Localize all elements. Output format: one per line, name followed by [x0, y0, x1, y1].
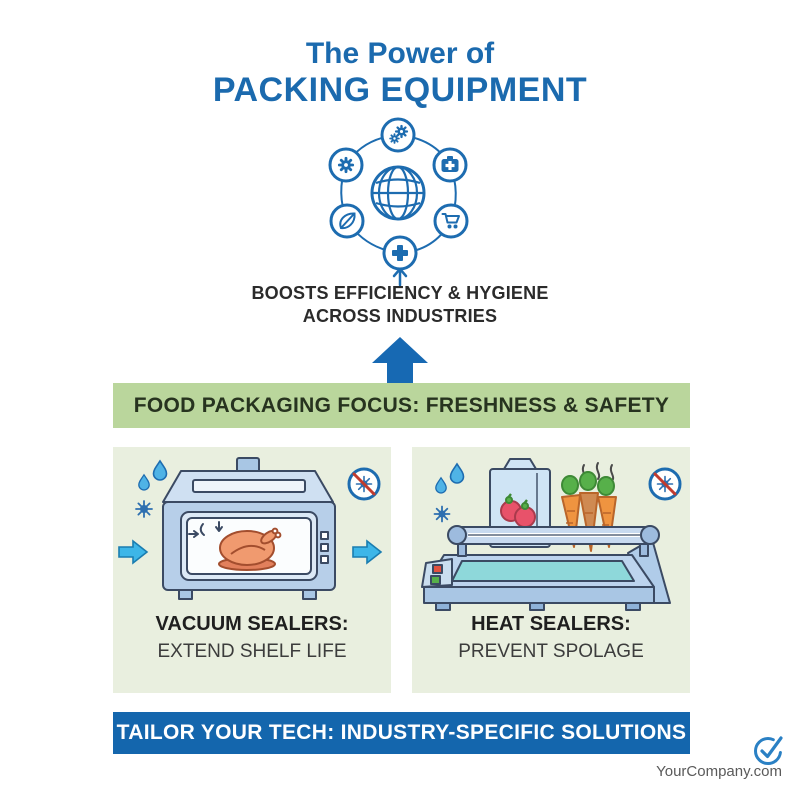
hub-node: [433, 203, 469, 239]
panel-heat-sealers: HEAT SEALERS: PREVENT SPOLAGE: [412, 447, 690, 693]
focus-banner: FOOD PACKAGING FOCUS: FRESHNESS & SAFETY: [113, 383, 690, 428]
suction-marks: [188, 521, 223, 538]
panel-caption: VACUUM SEALERS: EXTEND SHELF LIFE: [113, 611, 391, 665]
heat-sealer-illustration: [421, 458, 682, 611]
turkey-illustration: [218, 527, 282, 571]
solutions-banner-label: TAILOR YOUR TECH: INDUSTRY-SPECIFIC SOLU…: [116, 721, 687, 744]
no-germs-badge-icon: [347, 467, 381, 501]
up-arrow-small-icon: [392, 267, 408, 287]
germ-icon: [433, 505, 451, 523]
company-url: YourCompany.com: [656, 763, 782, 780]
flow-arrow-left-icon: [118, 539, 149, 565]
panel-title: VACUUM SEALERS:: [155, 613, 349, 635]
carrot-tops: [561, 471, 615, 496]
panel-caption: HEAT SEALERS: PREVENT SPOLAGE: [412, 611, 690, 665]
check-circle-icon: [754, 736, 783, 765]
no-germs-badge-icon: [648, 467, 682, 501]
globe-icon: [370, 165, 426, 221]
medical-cross-icon: [392, 245, 408, 261]
leaf-icon: [339, 212, 356, 230]
panel-vacuum-sealers: VACUUM SEALERS: EXTEND SHELF LIFE: [113, 447, 391, 693]
benefit-text: BOOSTS EFFICIENCY & HYGIENE ACROSS INDUS…: [0, 282, 800, 328]
focus-banner-label: FOOD PACKAGING FOCUS: FRESHNESS & SAFETY: [133, 393, 670, 417]
benefit-line1: BOOSTS EFFICIENCY & HYGIENE: [251, 283, 549, 303]
heat-sealer-machine: [421, 525, 671, 611]
shopping-cart-icon: [441, 213, 460, 229]
water-droplets-icon: [435, 462, 465, 494]
vacuum-sealer-illustration: [118, 457, 383, 600]
germ-icon: [135, 500, 153, 518]
vacuum-chamber-machine: [162, 457, 336, 600]
page-title-line2: PACKING EQUIPMENT: [212, 71, 588, 109]
gear-icon: [337, 156, 355, 174]
industries-hub-diagram: [328, 117, 469, 287]
solutions-banner: TAILOR YOUR TECH: INDUSTRY-SPECIFIC SOLU…: [113, 712, 690, 754]
machine-buttons: [320, 531, 329, 564]
flow-arrow-right-icon: [352, 539, 383, 565]
first-aid-kit-icon: [441, 156, 459, 172]
carrots-illustration: [561, 471, 617, 552]
page-title-line1: The Power of: [305, 37, 495, 70]
berries: [500, 493, 536, 528]
panel-subtitle: EXTEND SHELF LIFE: [157, 641, 347, 662]
water-droplets-icon: [138, 459, 168, 491]
benefit-line2: ACROSS INDUSTRIES: [302, 306, 498, 326]
panel-subtitle: PREVENT SPOLAGE: [458, 641, 644, 662]
panel-title: HEAT SEALERS:: [471, 613, 631, 635]
up-arrow-large-icon: [372, 337, 428, 386]
